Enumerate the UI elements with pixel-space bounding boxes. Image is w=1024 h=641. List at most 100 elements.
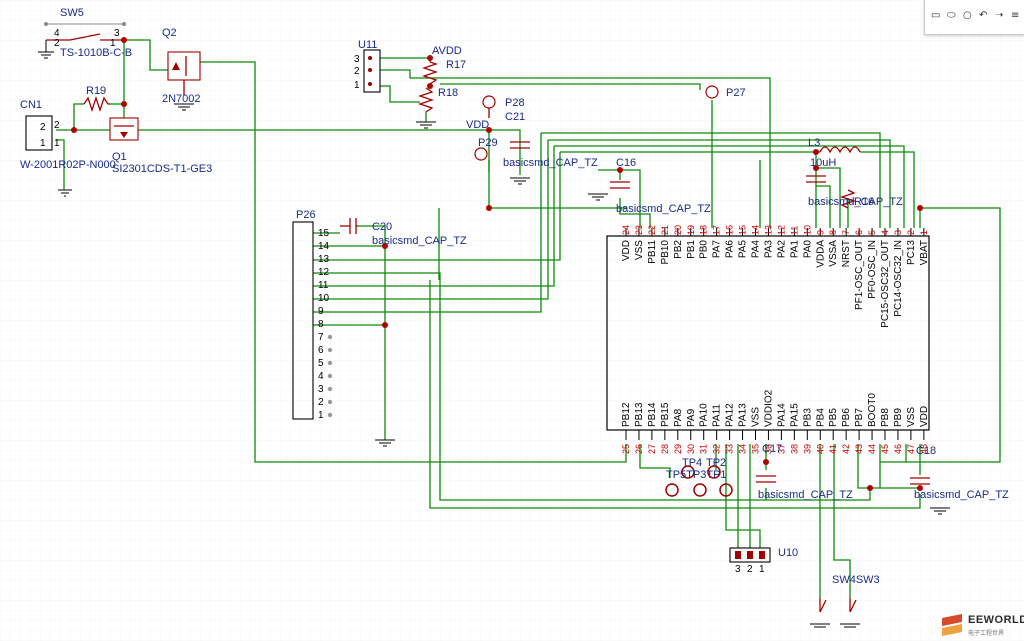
mcu-pin-name: PA5 [738,240,749,259]
mcu-pin-name: VSSA [828,240,839,267]
test-points-row[interactable] [665,465,733,497]
l3-capacitor[interactable] [806,175,826,183]
p26-pin-number: 6 [318,345,324,356]
mcu-pin-name: BOOT0 [867,393,878,427]
mcu-pin-number: 11 [789,226,799,235]
p26-pin-number: 10 [318,293,330,304]
mcu-pin-name: PC14-OSC32_IN [893,240,904,317]
p26-unused-pin [327,360,333,366]
mcu-pin-name: PF0-OSC_IN [867,240,878,299]
sw5-switch[interactable] [38,22,126,59]
mcu-pin-number: 39 [802,444,812,454]
mcu-pin-name: PA4 [751,240,762,259]
p27-ref: P27 [726,87,746,99]
mcu-pin-name: PA11 [712,404,723,427]
mcu-pin-name: PB2 [673,240,684,259]
p26-body[interactable] [292,221,314,420]
sw5-pin: 4 [54,28,60,39]
u11-ref: U11 [358,39,377,51]
q1-mosfet[interactable] [109,117,139,141]
rect-icon[interactable]: ▭ [931,10,941,21]
mcu-pin-name: PB10 [660,240,671,265]
u10-pin-number: 3 [735,564,741,575]
u11-header[interactable] [363,49,381,93]
eeworld-watermark: EEWORLD 电子工程世界 [940,610,1024,641]
mcu-pin-name: PC15-OSC32_OUT [880,240,891,328]
r18-resistor[interactable] [417,87,435,113]
mcu-pin-number: 23 [634,225,644,235]
mcu-pin-number: 35 [751,444,761,454]
p26-pin-number: 14 [318,241,330,252]
l3-value: 10uH [810,157,836,169]
p27-testpoint[interactable] [705,85,719,99]
mcu-pin-name: PA12 [725,403,736,427]
mcu-pin-number: 10 [802,225,812,235]
u11-pin: 2 [354,66,360,77]
mcu-pin-number: 25 [621,444,631,454]
c21-ref: C21 [505,111,525,123]
mcu-pin-name: VDDIO2 [763,389,774,427]
p26-pin-number: 3 [318,384,324,395]
c18-ref: C18 [916,445,936,457]
c20-capacitor[interactable] [340,218,358,234]
sw5-pin: 2 [54,38,60,49]
mcu-pin-number: 45 [880,444,890,454]
q2-mosfet[interactable] [167,51,201,111]
mcu-pin-name: PB6 [841,408,852,427]
p26-pin-number: 9 [318,306,324,317]
circle-icon[interactable]: ○ [963,10,972,21]
u11-pin: 1 [354,80,360,91]
sw5-ref: SW5 [60,7,84,19]
ellipse-icon[interactable]: ⬭ [947,10,956,21]
mcu-pin-number: 47 [906,444,916,454]
mcu-pin-name: VSS [751,407,762,427]
mcu-pin-number: 36 [763,444,773,454]
c17-capacitor[interactable] [756,475,776,483]
p26-pin-number: 15 [318,228,330,239]
p26-unused-pin [327,334,333,340]
cn1-connector[interactable] [25,115,72,197]
p26-pin-number: 12 [318,267,330,278]
c18-capacitor[interactable] [910,477,950,515]
u10-ref: U10 [778,547,798,559]
arrow-icon[interactable]: ➝ [995,10,1004,21]
cn1-pin: 2 [54,120,60,131]
text-icon[interactable]: ≡ [1011,10,1020,21]
c17-value: basicsmd_CAP_TZ [758,489,853,501]
r16-ref: R16 [854,196,874,208]
p28-ref: P28 [505,97,525,109]
r16-resistor[interactable] [839,189,857,209]
mcu-pin-number: 13 [763,225,773,235]
u10-header[interactable] [729,547,771,563]
mcu-pin-name: PB5 [828,408,839,427]
pen-icon[interactable]: ↶ [979,10,988,21]
c21-capacitor[interactable] [510,141,530,185]
mcu-pin-name: PB13 [634,402,645,427]
mcu-pin-number: 48 [919,444,929,454]
r17-resistor[interactable] [421,61,439,85]
l3-inductor[interactable] [819,146,861,154]
mcu-pin-number: 46 [893,444,903,454]
c16-capacitor[interactable] [588,181,630,201]
mcu-pin-number: 27 [647,444,657,454]
vdd-label: VDD [466,119,489,131]
r19-resistor[interactable] [83,95,110,113]
mcu-top-pins: 24VDD23VSS22PB1121PB1020PB219PB118PB017P… [621,225,930,328]
mcu-pin-number: 43 [854,444,864,454]
p26-pin-number: 5 [318,358,324,369]
p26-ground [375,439,395,447]
mcu-pin-name: PA0 [802,240,813,259]
mcu-pin-number: 9 [815,230,825,235]
mcu-pin-name: PA7 [712,240,723,259]
sw4-sw3-switches[interactable] [810,598,860,628]
mcu-pin-number: 32 [712,444,722,454]
tp2-ref: TP2 [706,457,726,469]
mcu-pin-number: 2 [906,230,916,235]
p26-unused-pin [327,399,333,405]
tp4-ref: TP4 [682,457,702,469]
mcu-pin-name: PB11 [647,240,658,264]
mcu-pin-number: 37 [776,444,786,454]
mcu-pin-name: VBAT [919,240,930,265]
p29-testpoint[interactable] [474,147,488,161]
